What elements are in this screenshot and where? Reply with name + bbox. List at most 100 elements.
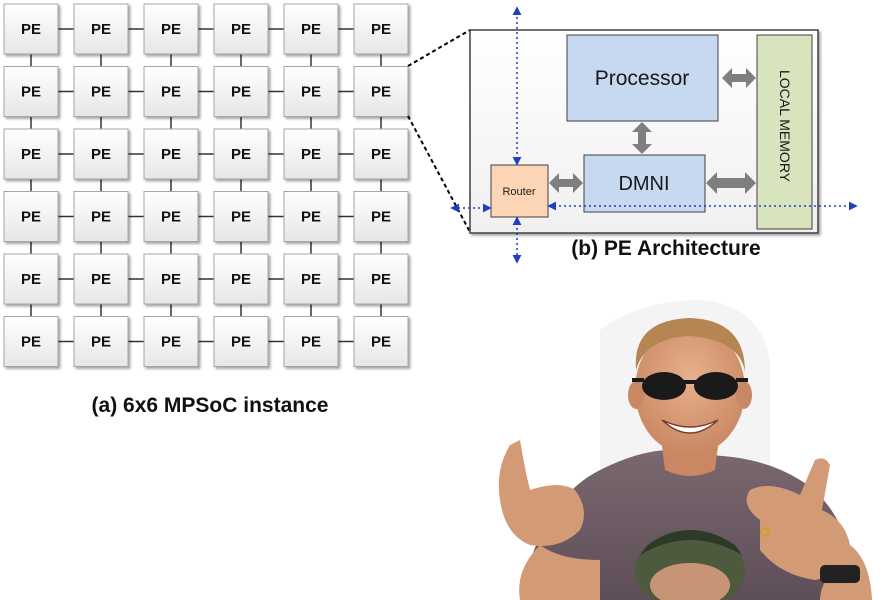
- pe-tile-box: [283, 3, 339, 55]
- pe-tile-box: [3, 253, 59, 305]
- pe-label: PE: [161, 84, 181, 101]
- pe-tile-box: [283, 253, 339, 305]
- pe-tile-box: [73, 66, 129, 117]
- pe-tile: PE: [353, 316, 409, 367]
- smile: [661, 419, 719, 434]
- pe-label: PE: [231, 334, 251, 351]
- router-dmni-arrow: [549, 173, 583, 193]
- pe-label: PE: [371, 334, 391, 351]
- pe-label: PE: [231, 84, 251, 101]
- pe-label: PE: [231, 21, 251, 38]
- face: [635, 325, 745, 455]
- pe-label: PE: [21, 21, 41, 38]
- pe-tile: PE: [3, 253, 59, 305]
- pe-tile-box: [213, 253, 269, 305]
- dmni-memory-arrow: [706, 172, 756, 194]
- pe-tile: PE: [3, 191, 59, 242]
- pe-tile-box: [73, 128, 129, 180]
- pe-tile: PE: [143, 128, 199, 180]
- pe-tile: PE: [283, 66, 339, 117]
- pe-tile-box: [73, 316, 129, 367]
- pe-tile-box: [213, 191, 269, 242]
- pe-label: PE: [231, 209, 251, 226]
- left-hand: [498, 440, 600, 600]
- pe-tile: PE: [213, 66, 269, 117]
- pe-tile-box: [143, 316, 199, 367]
- pe-tile-box: [353, 128, 409, 180]
- pe-label: PE: [301, 21, 321, 38]
- pe-tile-box: [283, 66, 339, 117]
- pe-tile: PE: [73, 66, 129, 117]
- pe-tile: PE: [73, 253, 129, 305]
- pe-tile: PE: [73, 3, 129, 55]
- mpsoc-caption: (a) 6x6 MPSoC instance: [92, 394, 329, 417]
- pe-tile-box: [283, 191, 339, 242]
- pe-tile-box: [353, 191, 409, 242]
- pe-label: PE: [91, 209, 111, 226]
- pe-label: PE: [301, 146, 321, 163]
- mpsoc-grid: PE PE PE PE PE PE PE PE PE PE PE PE PE PE PE PE PE PE PE PE…: [3, 3, 409, 367]
- hair: [635, 318, 745, 372]
- pe-tile: PE: [213, 128, 269, 180]
- pe-architecture: Processor LOCAL MEMORY DMNI Router: [450, 6, 858, 264]
- pe-tile: PE: [73, 316, 129, 367]
- pe-tile-box: [213, 3, 269, 55]
- pe-tile: PE: [3, 66, 59, 117]
- pe-tile: PE: [213, 316, 269, 367]
- router-block: Router: [490, 164, 549, 218]
- pe-label: PE: [161, 334, 181, 351]
- pe-tile: PE: [143, 3, 199, 55]
- pe-tile-box: [283, 128, 339, 180]
- pe-tile: PE: [143, 253, 199, 305]
- pe-tile-box: [213, 66, 269, 117]
- processor-label: Processor: [595, 67, 690, 90]
- pe-tile: PE: [283, 3, 339, 55]
- pe-tile: PE: [73, 128, 129, 180]
- pe-label: PE: [161, 209, 181, 226]
- pe-label: PE: [371, 84, 391, 101]
- pe-tile-box: [3, 316, 59, 367]
- pe-label: PE: [21, 334, 41, 351]
- pe-tile-box: [353, 3, 409, 55]
- pe-tile-box: [3, 3, 59, 55]
- pe-tile: PE: [353, 66, 409, 117]
- pe-label: PE: [21, 271, 41, 288]
- pe-label: PE: [21, 146, 41, 163]
- pe-tile: PE: [353, 253, 409, 305]
- pe-tile-box: [213, 316, 269, 367]
- pe-tile: PE: [3, 128, 59, 180]
- pe-tile-box: [3, 66, 59, 117]
- pe-tile: PE: [213, 3, 269, 55]
- pe-tile: PE: [353, 128, 409, 180]
- pe-label: PE: [371, 21, 391, 38]
- pe-tile: PE: [283, 128, 339, 180]
- pe-tile: PE: [3, 316, 59, 367]
- pe-label: PE: [301, 334, 321, 351]
- pe-tile-box: [143, 191, 199, 242]
- pe-tile-box: [73, 3, 129, 55]
- dmni-label: DMNI: [618, 173, 669, 195]
- pe-tile: PE: [283, 316, 339, 367]
- pe-label: PE: [21, 209, 41, 226]
- pe-tile: PE: [353, 3, 409, 55]
- mpsoc-links: [30, 28, 382, 343]
- pe-tile-box: [73, 191, 129, 242]
- processor-memory-arrow: [722, 68, 756, 88]
- pe-tile-box: [353, 253, 409, 305]
- pe-architecture-caption: (b) PE Architecture: [571, 237, 760, 260]
- pe-tile: PE: [283, 253, 339, 305]
- pe-tile-box: [283, 316, 339, 367]
- pe-tile: PE: [73, 191, 129, 242]
- pe-label: PE: [231, 146, 251, 163]
- pe-label: PE: [161, 146, 181, 163]
- pe-label: PE: [231, 271, 251, 288]
- pe-tile: PE: [283, 191, 339, 242]
- pe-tile: PE: [353, 191, 409, 242]
- pe-tile-box: [143, 66, 199, 117]
- pe-tile-box: [143, 253, 199, 305]
- pe-tile-box: [73, 253, 129, 305]
- pe-tile: PE: [3, 3, 59, 55]
- gray-arrows: [549, 68, 756, 194]
- right-hand: [746, 458, 872, 600]
